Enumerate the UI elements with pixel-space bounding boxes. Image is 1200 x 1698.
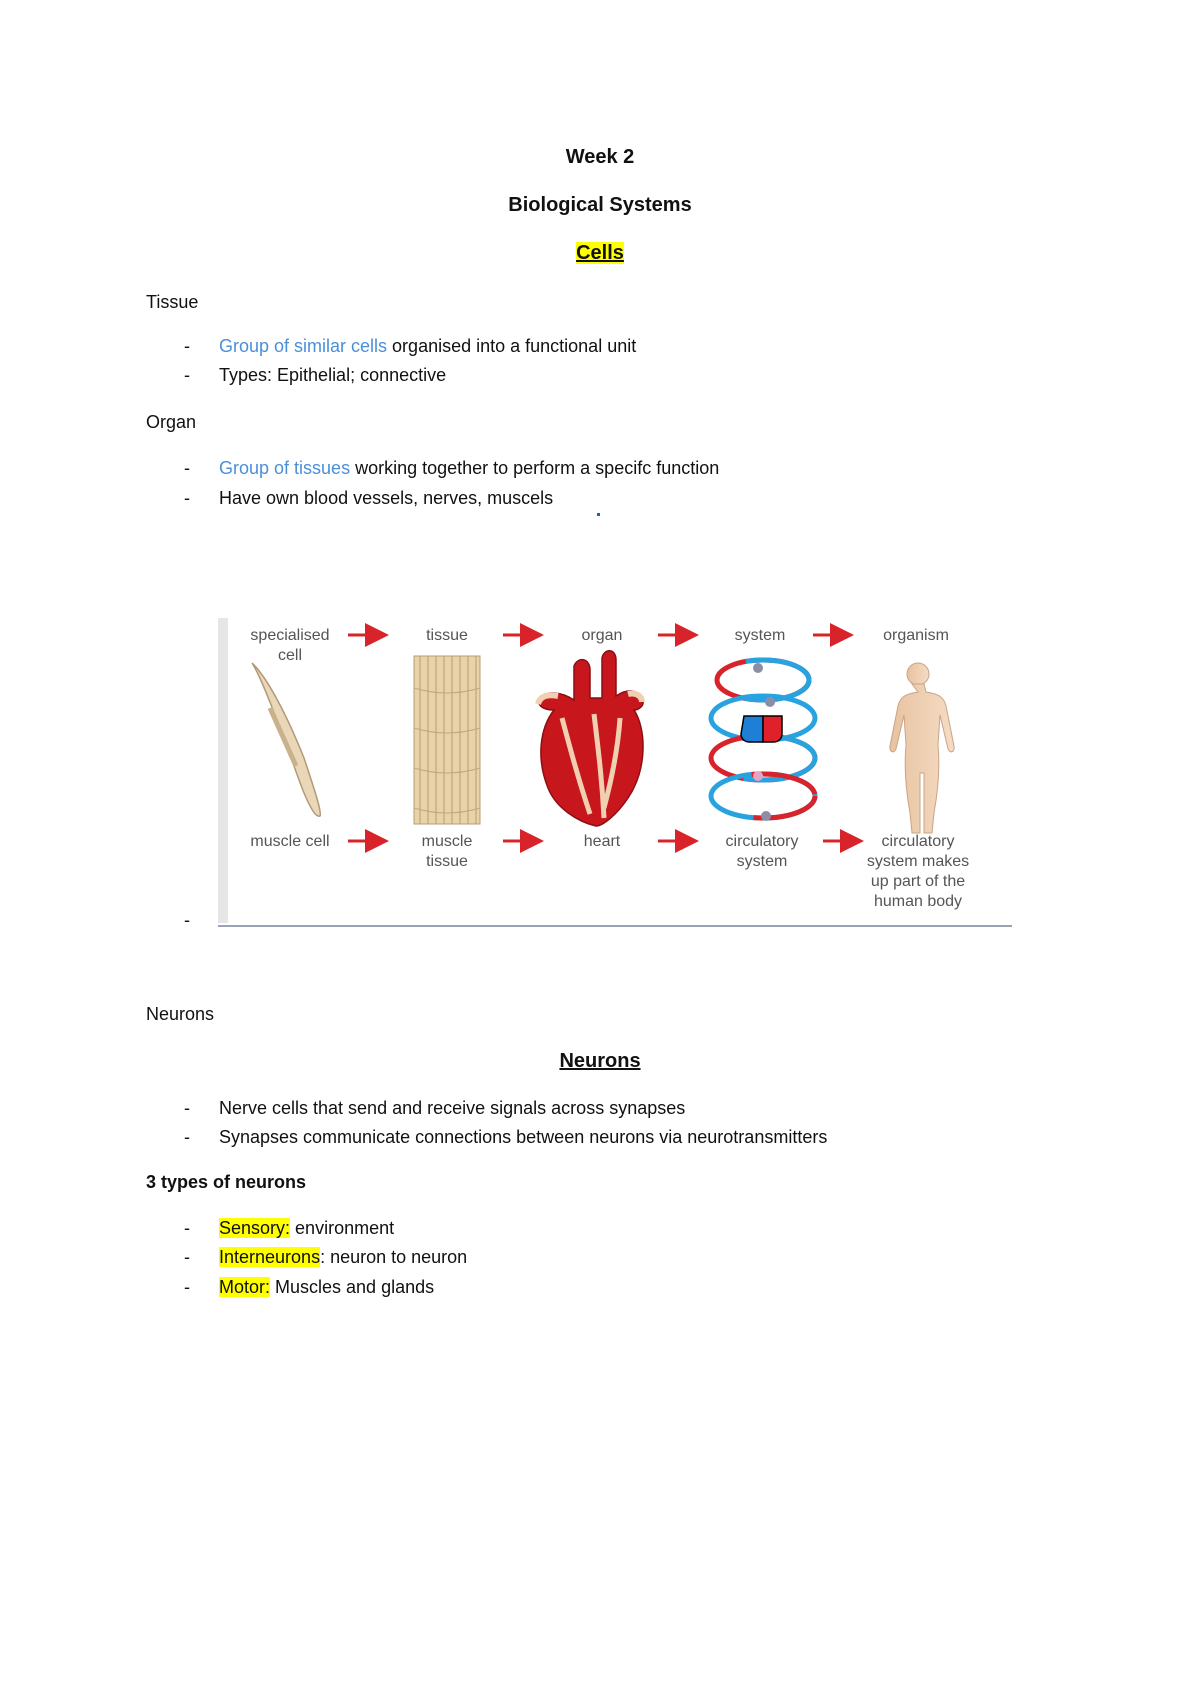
neuron-types-heading: 3 types of neurons: [146, 1172, 307, 1192]
bullet-dash: -: [184, 336, 190, 356]
label-organism: organism: [883, 627, 949, 644]
bullet-dash: -: [184, 910, 190, 930]
bullet-dash: -: [184, 365, 190, 385]
label-tissue: tissue: [426, 627, 468, 644]
label-heart: heart: [584, 833, 621, 850]
organ-heading: Organ: [146, 412, 197, 432]
label-muscle-tissue: tissue: [426, 853, 468, 870]
stray-dot: [597, 513, 600, 516]
neuron-type-term: Motor:: [219, 1277, 271, 1297]
bullet-dash: -: [184, 1247, 190, 1267]
neuron-type-desc: : neuron to neuron: [320, 1247, 468, 1267]
human-body-illustration: [889, 662, 955, 834]
biological-hierarchy-diagram: specialised cell tissue organ system org…: [218, 618, 1012, 930]
neurons-heading: Neurons: [0, 1050, 1200, 1073]
cells-heading-text: Cells: [576, 242, 624, 264]
label-muscle-cell: muscle cell: [250, 833, 329, 850]
organ-definition-highlight: Group of tissues: [219, 458, 351, 478]
bullet-dash: -: [184, 1098, 190, 1118]
label-circulatory: circulatory: [726, 833, 799, 850]
bullet-dash: -: [184, 1277, 190, 1297]
label-organism-line-3: up part of the: [871, 873, 965, 890]
label-organism-line-1: circulatory: [882, 833, 955, 850]
tissue-types-text: Types: Epithelial; connective: [219, 365, 447, 385]
label-organism-line-4: human body: [874, 893, 962, 910]
neuron-type-term: Interneurons: [219, 1247, 321, 1267]
neurons-label: Neurons: [146, 1004, 215, 1024]
heart-illustration: [535, 650, 645, 827]
neuron-type-desc: environment: [290, 1218, 395, 1238]
bullet-dash: -: [184, 488, 190, 508]
muscle-tissue-illustration: [413, 655, 481, 825]
label-organism-line-2: system makes: [867, 853, 969, 870]
bullet-dash: -: [184, 1218, 190, 1238]
label-organ: organ: [582, 627, 623, 644]
neuron-type-term: Sensory:: [219, 1218, 291, 1238]
label-muscle: muscle: [422, 833, 473, 850]
organ-definition-rest: working together to perform a specifc fu…: [350, 458, 720, 478]
neuron-type-desc: Muscles and glands: [270, 1277, 435, 1297]
diagram-left-shadow: [218, 618, 228, 923]
neurons-heading-text: Neurons: [559, 1050, 641, 1072]
label-specialised: specialised: [250, 627, 329, 644]
tissue-heading: Tissue: [146, 292, 199, 312]
label-system: system: [735, 627, 786, 644]
neurons-bullet-text: Nerve cells that send and receive signal…: [219, 1098, 686, 1118]
bullet-dash: -: [184, 458, 190, 478]
page-title: Week 2: [565, 146, 635, 168]
section-heading-cells: Cells: [0, 242, 1200, 265]
tissue-definition-highlight: Group of similar cells: [219, 336, 388, 356]
label-cell: cell: [278, 647, 302, 664]
label-system-bottom: system: [737, 853, 788, 870]
organ-components-text: Have own blood vessels, nerves, muscels: [219, 488, 554, 508]
circulatory-system-illustration: [708, 657, 818, 821]
neurons-bullet-text: Synapses communicate connections between…: [219, 1127, 828, 1147]
page-subtitle: Biological Systems: [508, 194, 692, 216]
tissue-definition-rest: organised into a functional unit: [387, 336, 637, 356]
bullet-dash: -: [184, 1127, 190, 1147]
muscle-cell-illustration: [251, 662, 322, 817]
